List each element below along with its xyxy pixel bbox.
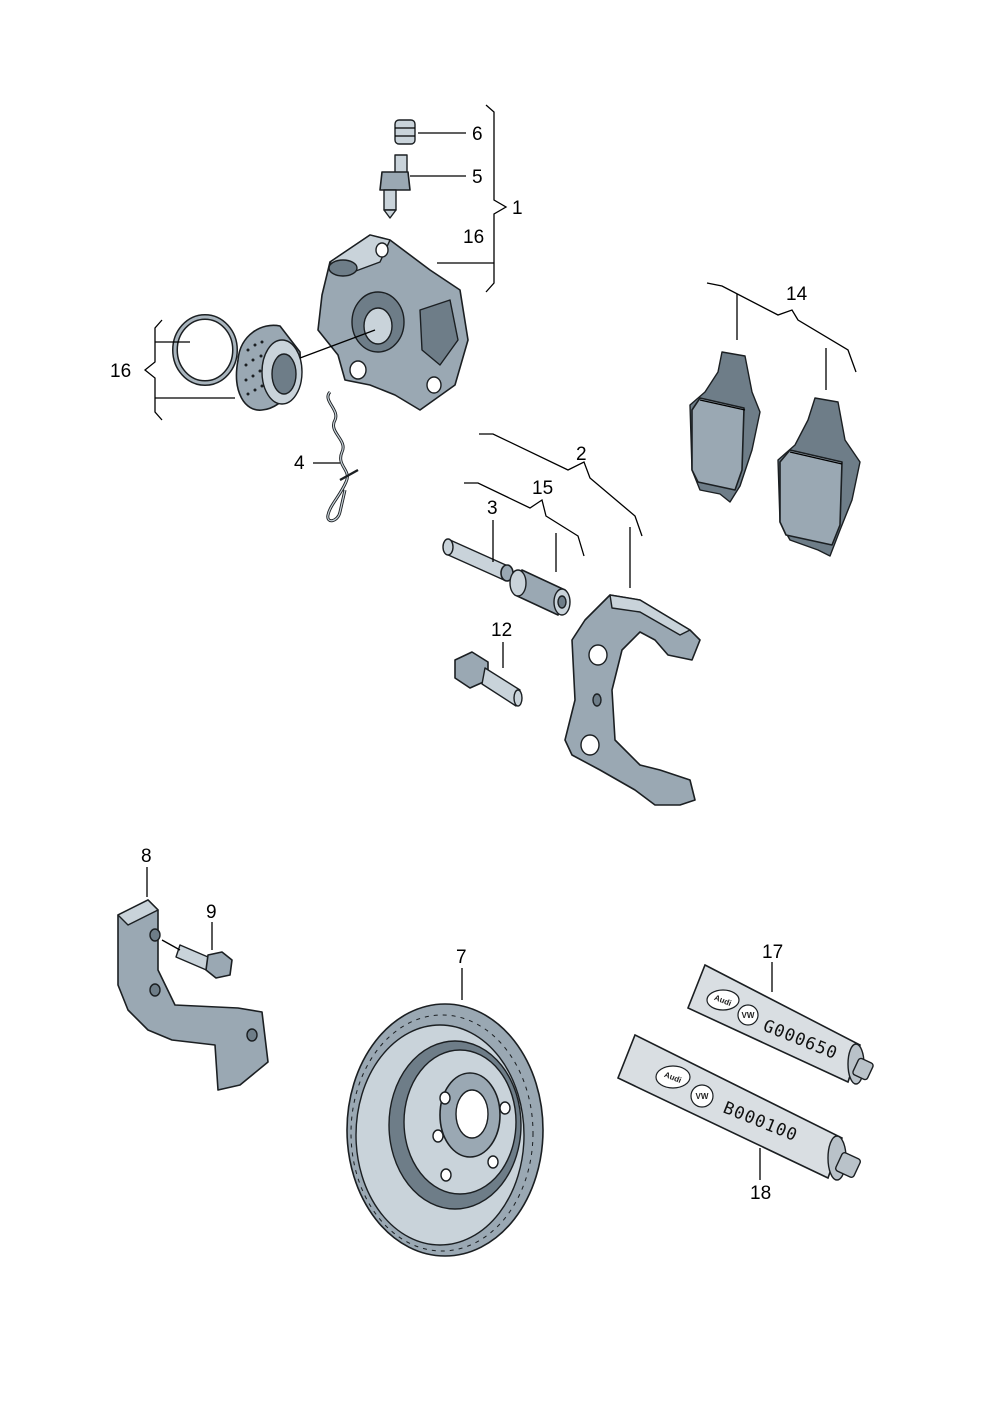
callout-6: 6 <box>472 124 483 145</box>
retaining-spring-part <box>326 390 359 523</box>
dust-boot-part <box>235 324 303 411</box>
brake-caliper-part <box>317 234 469 411</box>
callout-12: 12 <box>491 620 512 641</box>
callout-1: 1 <box>512 198 523 219</box>
leader-lines <box>143 104 857 1180</box>
callout-14: 14 <box>786 284 808 305</box>
callout-17: 17 <box>762 942 783 963</box>
callout-7: 7 <box>456 947 467 968</box>
callout-16-top: 16 <box>463 227 484 248</box>
brand-b-label: VW <box>742 1011 755 1020</box>
brake-carrier-part <box>564 594 701 806</box>
callout-2: 2 <box>576 444 587 465</box>
brand-badge-c-icon <box>655 1065 691 1089</box>
callout-8: 8 <box>141 846 152 867</box>
callout-5: 5 <box>472 167 483 188</box>
callout-16-left: 16 <box>110 361 131 382</box>
brand-b-label-2: VW <box>696 1092 709 1101</box>
callout-18: 18 <box>750 1183 771 1204</box>
brake-disc-part <box>346 1003 544 1257</box>
brake-pad-left-part <box>689 351 761 503</box>
callout-4: 4 <box>294 453 305 474</box>
shield-bolt-part <box>175 944 233 979</box>
grease-tube-17-part: Audi VW G000650 <box>686 963 874 1085</box>
seal-ring-part <box>172 314 238 386</box>
guide-bushing-part <box>509 569 571 616</box>
callout-3: 3 <box>487 498 498 519</box>
callout-9: 9 <box>206 902 217 923</box>
caliper-bolt-part <box>454 651 523 707</box>
brand-badge-b-icon <box>737 1004 759 1026</box>
splash-shield-part <box>117 899 269 1091</box>
brand-badge-d-icon <box>690 1084 714 1108</box>
brand-badge-a-icon <box>706 989 740 1011</box>
bleeder-cap-part <box>394 119 416 145</box>
brake-pad-right-part <box>777 397 861 557</box>
guide-pin-part <box>442 538 514 582</box>
callout-15: 15 <box>532 478 553 499</box>
bleeder-valve-part <box>379 154 411 219</box>
